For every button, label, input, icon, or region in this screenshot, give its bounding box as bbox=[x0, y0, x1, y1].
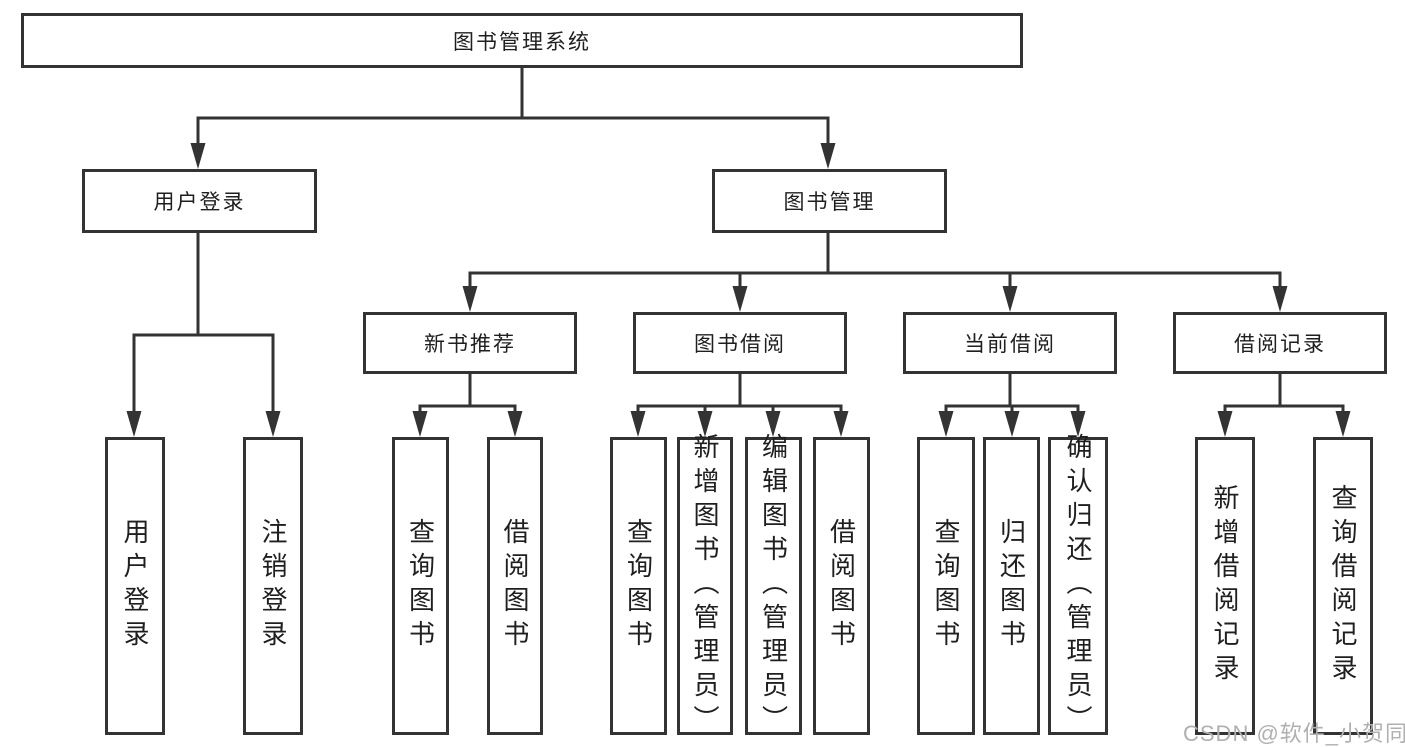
node-new-book-recommend-label: 新书推荐 bbox=[424, 333, 516, 356]
node-borrow-record: 借阅记录 bbox=[1173, 312, 1387, 374]
leaf-confirm-return-admin: 确认归还（管理员） bbox=[1048, 433, 1108, 739]
node-library-system-label: 图书管理系统 bbox=[453, 30, 591, 54]
leaf-return-book: 归还图书 bbox=[983, 437, 1040, 735]
leaf-current-query-label: 查询图书 bbox=[931, 518, 961, 654]
node-user-login-label: 用户登录 bbox=[153, 191, 246, 214]
leaf-return-book-label: 归还图书 bbox=[996, 518, 1027, 654]
node-book-borrow-label: 图书借阅 bbox=[694, 333, 786, 356]
node-library-system: 图书管理系统 bbox=[21, 13, 1023, 68]
leaf-record-add: 新增借阅记录 bbox=[1195, 437, 1255, 735]
leaf-logout-label: 注销登录 bbox=[258, 518, 288, 654]
leaf-newbook-borrow-label: 借阅图书 bbox=[500, 518, 530, 654]
leaf-user-login-label: 用户登录 bbox=[120, 518, 150, 654]
leaf-borrow-query: 查询图书 bbox=[610, 437, 667, 735]
leaf-borrow-book-label: 借阅图书 bbox=[826, 518, 857, 654]
leaf-borrow-edit-admin-label: 编辑图书（管理员） bbox=[758, 433, 789, 739]
leaf-record-add-label: 新增借阅记录 bbox=[1210, 484, 1240, 688]
leaf-borrow-book: 借阅图书 bbox=[813, 437, 870, 735]
leaf-newbook-borrow: 借阅图书 bbox=[487, 437, 543, 735]
node-current-borrow: 当前借阅 bbox=[903, 312, 1117, 374]
leaf-record-query-label: 查询借阅记录 bbox=[1328, 484, 1358, 688]
csdn-watermark: CSDN @软件_小贺同学 bbox=[1183, 721, 1405, 746]
node-book-management-label: 图书管理 bbox=[783, 191, 876, 214]
leaf-newbook-query-label: 查询图书 bbox=[405, 518, 436, 654]
leaf-borrow-query-label: 查询图书 bbox=[623, 518, 654, 654]
leaf-logout: 注销登录 bbox=[243, 437, 303, 735]
node-book-borrow: 图书借阅 bbox=[633, 312, 847, 374]
leaf-borrow-add-admin-label: 新增图书（管理员） bbox=[690, 433, 720, 739]
node-new-book-recommend: 新书推荐 bbox=[363, 312, 577, 374]
leaf-confirm-return-admin-label: 确认归还（管理员） bbox=[1063, 433, 1093, 739]
leaf-borrow-add-admin: 新增图书（管理员） bbox=[677, 433, 733, 739]
leaf-record-query: 查询借阅记录 bbox=[1313, 437, 1373, 735]
leaf-current-query: 查询图书 bbox=[917, 437, 975, 735]
leaf-user-login: 用户登录 bbox=[105, 437, 165, 735]
node-user-login: 用户登录 bbox=[82, 169, 317, 233]
node-current-borrow-label: 当前借阅 bbox=[964, 333, 1056, 356]
node-book-management: 图书管理 bbox=[712, 169, 947, 233]
leaf-newbook-query: 查询图书 bbox=[392, 437, 449, 735]
leaf-borrow-edit-admin: 编辑图书（管理员） bbox=[745, 433, 802, 739]
node-borrow-record-label: 借阅记录 bbox=[1234, 333, 1326, 356]
